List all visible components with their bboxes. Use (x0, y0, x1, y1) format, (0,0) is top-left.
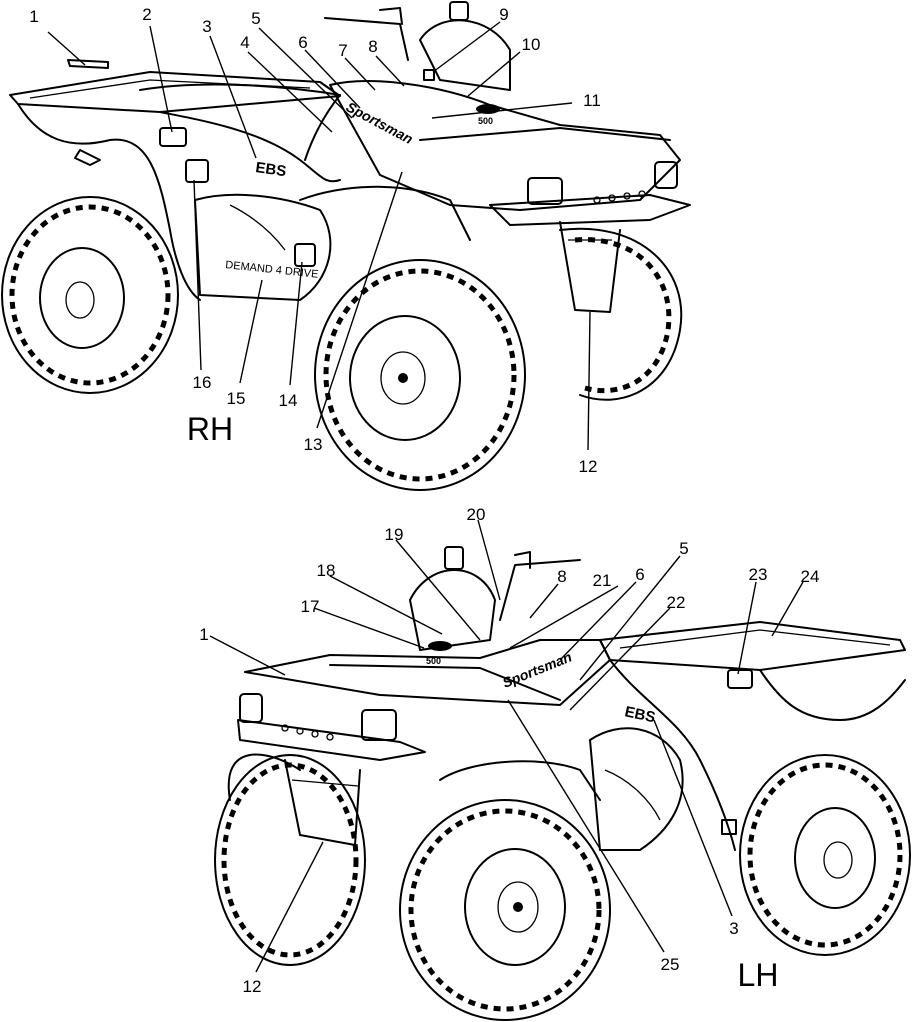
rh-callout-11: 11 (583, 91, 601, 110)
rh-callout-6: 6 (298, 33, 307, 52)
rh-callout-9: 9 (499, 5, 508, 24)
lh-callout-12: 12 (243, 977, 262, 996)
lh-callout-6: 6 (635, 565, 644, 584)
rh-callout-3: 3 (202, 17, 211, 36)
lh-leader-lines (209, 519, 804, 973)
rh-leader-lines (47, 21, 591, 451)
rh-brand-decal: Sportsman (344, 99, 416, 147)
rh-callout-16: 16 (193, 373, 212, 392)
lh-callout-20: 20 (467, 505, 486, 524)
rh-callout-10: 10 (522, 35, 541, 54)
lh-view-label: LH (738, 957, 779, 993)
lh-model-decal: 500 (426, 656, 441, 666)
lh-callout-21: 21 (593, 571, 612, 590)
rh-callout-5: 5 (251, 9, 260, 28)
rh-atv-illustration (1, 1, 691, 491)
lh-brand-decal: Sportsman (500, 649, 574, 691)
rh-model-decal: 500 (478, 116, 493, 126)
rh-callout-8: 8 (368, 37, 377, 56)
lh-callout-17: 17 (301, 597, 320, 616)
lh-callout-22: 22 (667, 593, 686, 612)
lh-callout-3: 3 (729, 919, 738, 938)
rh-callout-14: 14 (279, 391, 298, 410)
lh-ebs-decal: EBS (623, 703, 657, 726)
lh-atv-illustration (214, 546, 911, 1021)
lh-front-right-wheel (399, 799, 611, 1021)
lh-callout-1: 1 (199, 625, 208, 644)
rh-callout-13: 13 (304, 435, 323, 454)
rh-callout-7: 7 (338, 41, 347, 60)
lh-callout-23: 23 (749, 565, 768, 584)
lh-callout-8: 8 (557, 567, 566, 586)
lh-callout-18: 18 (317, 561, 336, 580)
rh-ebs-decal: EBS (254, 159, 287, 180)
rh-callout-12: 12 (579, 457, 598, 476)
rh-callout-15: 15 (227, 389, 246, 408)
lh-callout-19: 19 (385, 525, 404, 544)
rh-callout-4: 4 (240, 33, 249, 52)
lh-front-left-wheel (214, 754, 366, 966)
rh-view-label: RH (187, 411, 233, 447)
lh-callout-25: 25 (661, 955, 680, 974)
rh-front-wheel (314, 259, 526, 491)
rh-callout-2: 2 (142, 5, 151, 24)
lh-callout-5: 5 (679, 539, 688, 558)
lh-callout-24: 24 (801, 567, 820, 586)
rh-rear-wheel (1, 196, 179, 394)
rh-drive-decal: DEMAND 4 DRIVE (225, 259, 319, 281)
rh-callout-1: 1 (29, 7, 38, 26)
lh-rear-wheel (739, 754, 911, 956)
